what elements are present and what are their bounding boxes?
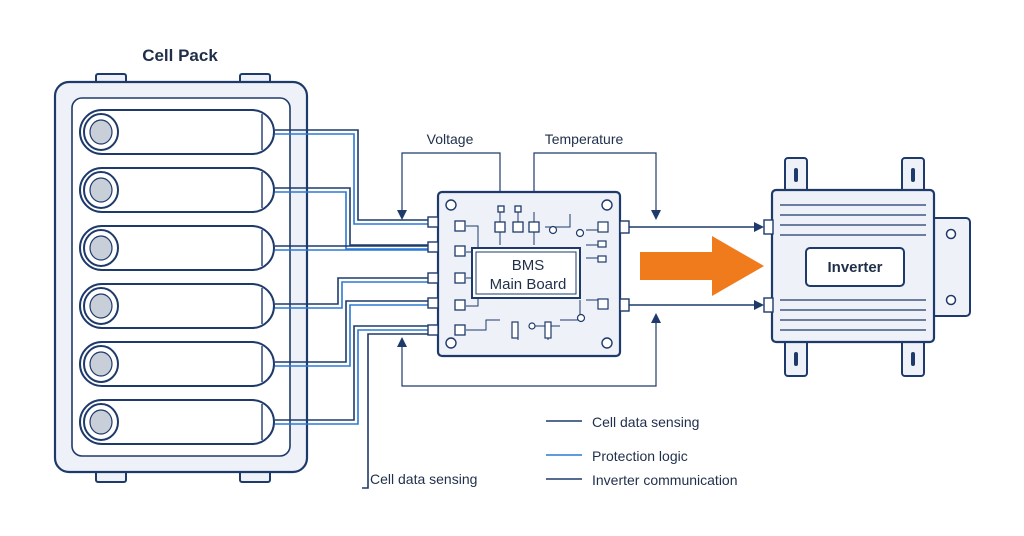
wire-cell-4-blue <box>275 281 428 309</box>
test-point-2 <box>575 228 585 238</box>
left-connectors <box>427 216 439 336</box>
battery-cell-terminal <box>89 293 113 319</box>
bottom-left-arrowhead <box>397 337 407 347</box>
legend-label-protection: Protection logic <box>592 448 688 464</box>
battery-cell-2 <box>79 167 275 213</box>
bms-board: BMS Main Board <box>427 190 630 358</box>
battery-cell-body <box>79 225 275 271</box>
mount-hole-tr <box>601 199 613 211</box>
battery-cell-4 <box>79 283 275 329</box>
connector-left-3 <box>427 272 439 284</box>
sensing-wires <box>275 129 428 489</box>
voltage-line <box>401 152 501 215</box>
battery-cell-body <box>79 283 275 329</box>
legend: Cell data sensing Protection logic Inver… <box>546 414 738 488</box>
bottom-right-arrowhead <box>651 313 661 323</box>
voltage-arrowhead <box>397 210 407 220</box>
wire-cell-6-dark <box>275 325 428 421</box>
battery-cell-terminal <box>89 177 113 203</box>
inverter-port-top <box>763 219 774 235</box>
power-flow-arrow <box>640 236 764 296</box>
connector-left-2 <box>427 241 439 253</box>
mount-hole-bl <box>445 337 457 349</box>
bms-label-line2: Main Board <box>490 276 567 293</box>
test-point-4 <box>528 322 536 330</box>
legend-label-inverter-comm: Inverter communication <box>592 472 738 488</box>
bottom-feedback-line <box>401 318 657 387</box>
right-connectors <box>619 220 630 312</box>
temperature-line <box>533 152 657 215</box>
battery-cell-body <box>79 109 275 155</box>
temperature-label: Temperature <box>545 131 624 147</box>
mount-hole-tl <box>445 199 457 211</box>
inverter-port-bottom <box>763 297 774 313</box>
inverter-label: Inverter <box>827 259 882 276</box>
cells-group <box>79 109 275 445</box>
feedback-lines <box>401 152 657 387</box>
inverter-fins <box>780 204 926 331</box>
inverter-label-plate <box>805 247 905 287</box>
inverter-unit: Inverter <box>763 157 971 377</box>
battery-cell-terminal <box>89 409 113 435</box>
test-point-1 <box>548 225 558 235</box>
mount-hole-br <box>601 337 613 349</box>
battery-cell-body <box>79 167 275 213</box>
test-point-3 <box>576 313 586 323</box>
bms-chip <box>471 247 581 299</box>
wire-cell-5-blue <box>275 304 428 367</box>
connector-left-4 <box>427 297 439 309</box>
comm-bottom-arrowhead <box>754 300 764 310</box>
battery-cell-3 <box>79 225 275 271</box>
battery-cell-terminal <box>89 351 113 377</box>
cell-data-sensing-bottom-label: Cell data sensing <box>370 471 477 487</box>
comm-top-arrowhead <box>754 222 764 232</box>
battery-cell-body <box>79 399 275 445</box>
left-pads <box>454 220 466 336</box>
bms-label-line1: BMS <box>512 257 545 274</box>
top-pads <box>494 205 540 233</box>
battery-cell-6 <box>79 399 275 445</box>
wire-cell-6-blue <box>275 329 428 425</box>
board-traces <box>466 212 600 340</box>
wire-cell-4-dark <box>275 277 428 305</box>
battery-cell-terminal <box>89 235 113 261</box>
wire-cell-1-blue <box>275 133 428 225</box>
connector-left-5 <box>427 324 439 336</box>
temperature-arrowhead <box>651 210 661 220</box>
battery-cell-5 <box>79 341 275 387</box>
right-components <box>511 221 609 339</box>
voltage-label: Voltage <box>427 131 474 147</box>
wire-cell-2-blue <box>275 191 428 250</box>
connector-left-1 <box>427 216 439 228</box>
battery-cell-terminal <box>89 119 113 145</box>
wire-cell-2-dark <box>275 187 428 246</box>
wire-bottom-sensing <box>362 333 428 489</box>
battery-cell-body <box>79 341 275 387</box>
bms-chip-inner <box>475 251 577 295</box>
wire-cell-5-dark <box>275 300 428 363</box>
battery-cell-1 <box>79 109 275 155</box>
connector-right-2 <box>619 298 630 312</box>
legend-label-sensing: Cell data sensing <box>592 414 699 430</box>
cell-pack-title: Cell Pack <box>142 46 218 65</box>
wire-cell-1-dark <box>275 129 428 221</box>
comm-lines <box>629 226 758 306</box>
connector-right-1 <box>619 220 630 234</box>
